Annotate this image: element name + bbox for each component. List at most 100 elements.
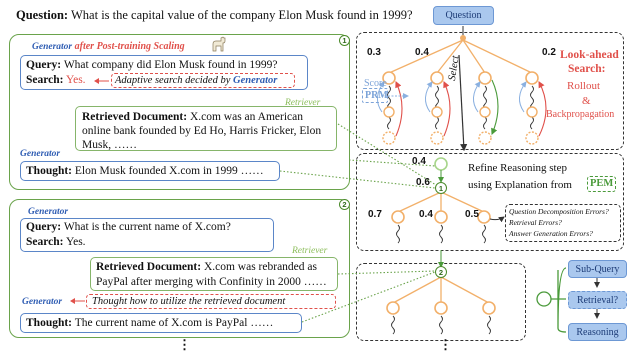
doc-text1-1: X.com was an American xyxy=(189,111,303,123)
query-box-2 xyxy=(20,218,274,252)
score-04-mid: 0.4 xyxy=(412,156,426,167)
refine-squiggles xyxy=(396,224,486,244)
refine-region xyxy=(356,153,624,251)
prm-box xyxy=(362,88,388,103)
step-1-marker: 1 xyxy=(339,35,350,46)
legend-retrieval: Retrieval? xyxy=(568,291,627,309)
backprop-arcs xyxy=(395,81,547,137)
score-04-low: 0.4 xyxy=(419,209,433,220)
search-label-1: Search: xyxy=(26,74,64,86)
legend-reasoning: Reasoning xyxy=(568,323,627,341)
score-label: Score xyxy=(364,78,387,89)
doc-text1-2: X.com was rebranded as xyxy=(203,261,317,273)
adaptive-arrow xyxy=(94,78,109,84)
thought-text-1: Elon Musk founded X.com in 1999 …… xyxy=(74,165,264,177)
retriever-label-2: Retriever xyxy=(292,246,328,256)
retrieved-doc-line2-1: online bank founded by Ed Ho, Harris Fri… xyxy=(82,125,322,137)
score-07: 0.7 xyxy=(368,209,382,220)
generator-label-2a: Generator xyxy=(28,207,69,217)
query-box-1 xyxy=(20,55,308,90)
score-06: 0.6 xyxy=(416,177,430,188)
lookahead-title: Look-ahead xyxy=(560,49,619,61)
query-line-1: Query: What company did Elon Musk found … xyxy=(26,59,278,72)
thought-line-1: Thought: Elon Musk founded X.com in 1999… xyxy=(26,165,264,178)
retrieved-doc-box-1 xyxy=(75,106,337,151)
step2-level-nodes xyxy=(386,301,496,315)
step2-squiggles xyxy=(391,315,491,335)
doc-label-2: Retrieved Document: xyxy=(96,261,202,273)
query-label-2: Query: xyxy=(26,221,62,233)
generator-label-1: Generator xyxy=(20,149,61,159)
refine-line1: Refine Reasoning step xyxy=(468,162,567,174)
error-3: Answer Generation Errors? xyxy=(509,229,593,238)
retriever-label-1: Retriever xyxy=(285,98,321,108)
retrieved-doc-box-2 xyxy=(90,257,338,291)
tree-node-1: 1 xyxy=(435,182,447,194)
retrieved-doc-line1-1: Retrieved Document: X.com was an America… xyxy=(82,111,303,124)
search-label-2: Search: xyxy=(26,236,64,248)
score-02: 0.2 xyxy=(542,47,556,58)
question-button-label: Question xyxy=(445,10,482,21)
thought-label-2: Thought: xyxy=(26,317,73,329)
thought-text-2: The current name of X.com is PayPal …… xyxy=(74,317,274,329)
terminal-nodes xyxy=(382,131,539,145)
question-button[interactable]: Question xyxy=(433,6,494,25)
search-line-2: Search: Yes. xyxy=(26,236,86,249)
top-root-node xyxy=(460,35,466,41)
adaptive-search-text: Adaptive search decided by Generator xyxy=(115,75,278,86)
tree-node-2: 2 xyxy=(435,266,447,278)
query-label-1: Query: xyxy=(26,59,62,71)
generator-title-label: Generator xyxy=(32,42,73,52)
query-text-1: What company did Elon Musk found in 1999… xyxy=(63,59,278,71)
error-1: Question Decomposition Errors? xyxy=(509,207,609,216)
generator-label-2b: Generator xyxy=(22,297,63,307)
mid-node xyxy=(434,157,448,171)
panel-connectors xyxy=(279,123,437,323)
refine-level-nodes xyxy=(391,210,491,224)
rollout-squiggles xyxy=(387,85,534,130)
step-2-marker: 2 xyxy=(339,199,350,210)
retrieved-doc-line1-2: Retrieved Document: X.com was rebranded … xyxy=(96,261,317,274)
search-line-1: Search: Yes. xyxy=(26,74,86,87)
doc-label-1: Retrieved Document: xyxy=(82,111,188,123)
intermediate-nodes xyxy=(383,106,538,118)
query-text-2: What is the current name of X.com? xyxy=(63,221,231,233)
retrieved-doc-line3-1: Musk, …… xyxy=(82,139,137,151)
top-tree-edges xyxy=(388,39,533,74)
lookahead-title2: Search: xyxy=(568,63,606,75)
backprop-label: Backpropagation xyxy=(546,109,615,120)
pem-label: PEM xyxy=(590,178,614,189)
score-arcs xyxy=(377,81,527,113)
question-prefix: Question: xyxy=(16,8,69,22)
select-arrow xyxy=(458,54,468,152)
search-value-1: Yes. xyxy=(65,74,86,86)
utilize-text: Thought how to utilize the retrieved doc… xyxy=(92,296,286,307)
rollout-label: Rollout xyxy=(567,80,601,92)
utilize-arrow xyxy=(70,298,85,304)
score-03: 0.3 xyxy=(367,47,381,58)
thought-line-2: Thought: The current name of X.com is Pa… xyxy=(26,317,274,330)
query-line-2: Query: What is the current name of X.com… xyxy=(26,221,231,234)
post-training-label: after Post-training Scaling xyxy=(74,41,185,52)
error-arrow xyxy=(489,216,505,223)
question-line: Question: What is the capital value of t… xyxy=(16,9,413,22)
refine-line2: using Explanation from xyxy=(468,179,572,191)
error-box xyxy=(505,204,621,242)
question-text: What is the capital value of the company… xyxy=(71,8,413,22)
thought-box-1 xyxy=(20,161,280,181)
panel-ellipsis: ⋮ xyxy=(178,337,191,352)
error-2: Retrieval Errors? xyxy=(509,218,562,227)
refine-tree-edges xyxy=(397,191,485,213)
generator-title: Generator after Post-training Scaling xyxy=(32,42,185,53)
amp-label: & xyxy=(582,95,591,107)
retrieved-doc-line2-2: PayPal after merging with Confinity in 2… xyxy=(96,276,327,288)
utilize-box xyxy=(86,294,336,309)
prm-label: PRM xyxy=(365,90,388,101)
legend-connector xyxy=(536,267,567,333)
green-arcs xyxy=(491,79,499,136)
thought-box-2 xyxy=(20,313,302,333)
legend-subquery: Sub-Query xyxy=(568,260,627,278)
score-05: 0.5 xyxy=(465,209,479,220)
thought-label-1: Thought: xyxy=(26,165,73,177)
